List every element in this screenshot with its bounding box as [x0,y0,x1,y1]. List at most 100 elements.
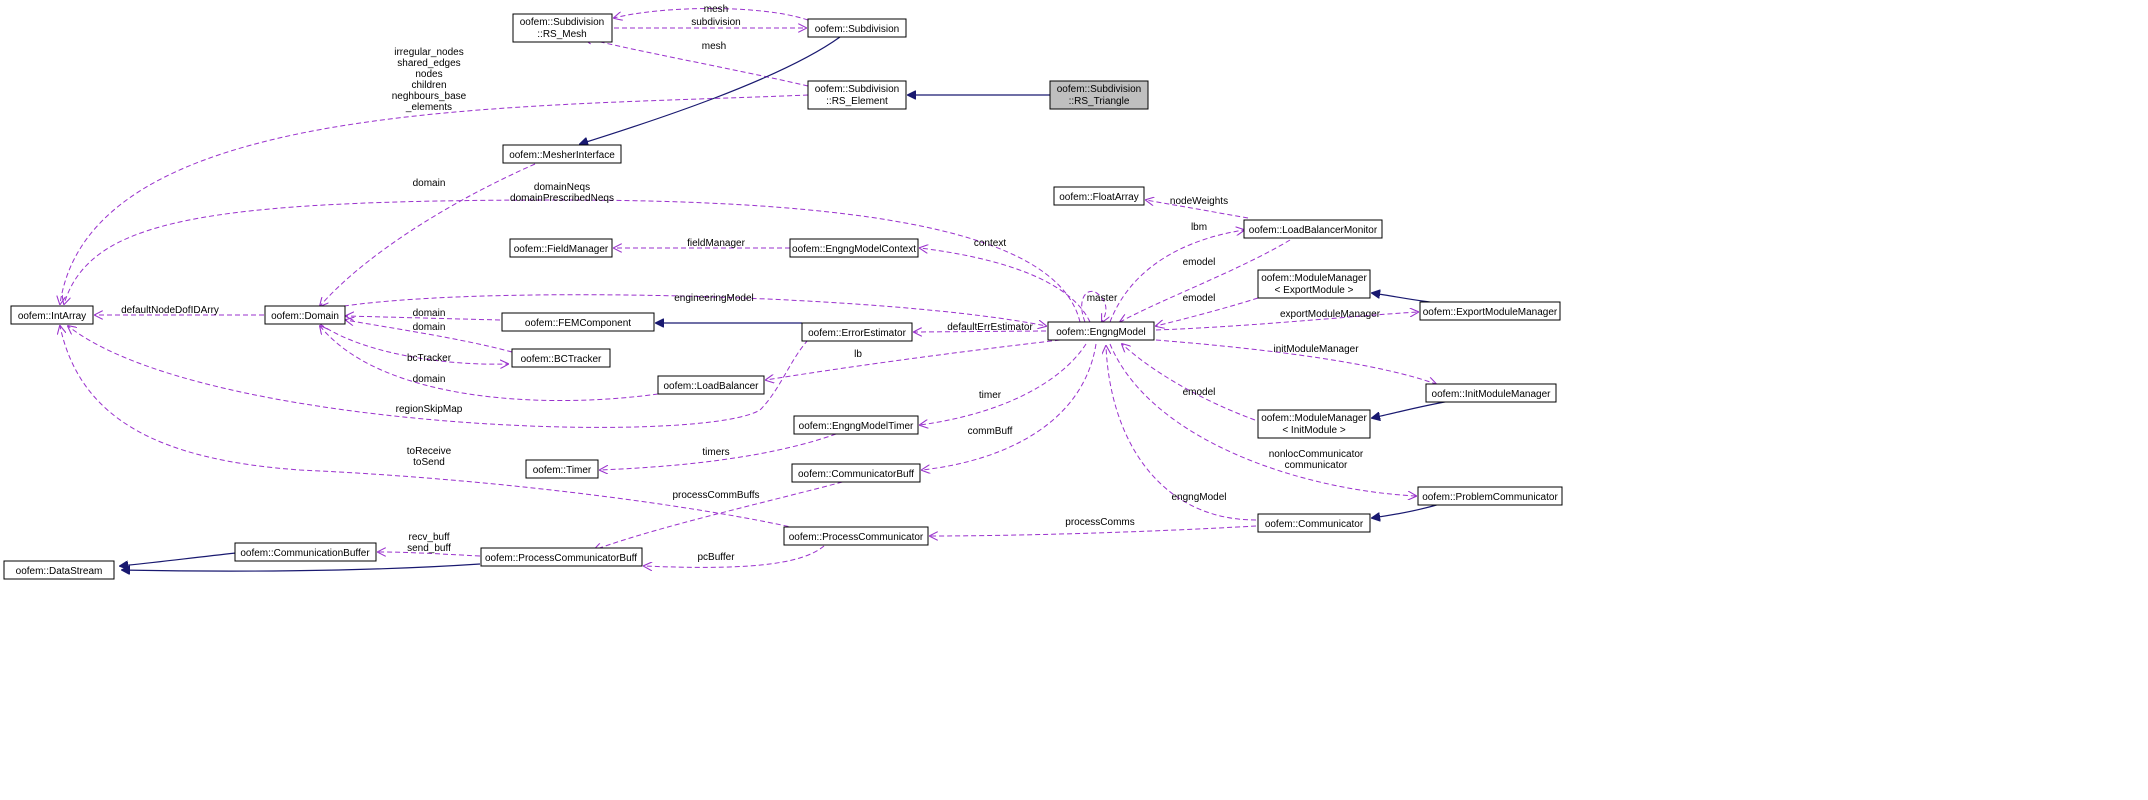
node-load-balancer-monitor-label: oofem::LoadBalancerMonitor [1249,225,1378,236]
edge-inherit-process-communicator-buff [122,563,481,571]
node-load-balancer[interactable]: oofem::LoadBalancer [657,375,765,395]
edge-bc-tracker [319,323,508,364]
label-export-module-manager: exportModuleManager [1280,309,1381,320]
edge-export-module-manager [1155,312,1418,331]
node-process-communicator[interactable]: oofem::ProcessCommunicator [783,526,929,546]
node-engng-model[interactable]: oofem::EngngModel [1047,321,1155,341]
edge-context [920,248,1091,323]
edge-region-skip-map [68,326,809,428]
node-data-stream[interactable]: oofem::DataStream [3,560,115,580]
label-send-buff: send_buff [407,543,451,554]
label-comm-buff: commBuff [968,426,1013,437]
label-timer: timer [979,390,1002,401]
edge-process-comm-buffs [594,479,851,550]
edge-emodel-lbm [1120,239,1291,322]
node-process-communicator-label: oofem::ProcessCommunicator [789,532,924,543]
label-to-receive: toReceive [407,446,452,457]
edge-process-comms [930,525,1257,536]
label-elements: _elements [405,102,452,113]
label-default-err-estimator: defaultErrEstimator [947,322,1033,333]
label-domain-bc: domain [413,322,446,333]
nodes: oofem::Subdivision ::RS_Triangle oofem::… [3,13,1563,580]
edge-timers [600,433,837,470]
edge-labels: mesh subdivision mesh irregular_nodes sh… [121,4,1381,563]
edge-nonloc-communicator [1109,343,1416,496]
node-subdivision-label: oofem::Subdivision [815,24,900,35]
node-communication-buffer[interactable]: oofem::CommunicationBuffer [234,542,377,562]
node-load-balancer-monitor[interactable]: oofem::LoadBalancerMonitor [1243,219,1383,239]
node-bc-tracker[interactable]: oofem::BCTracker [511,348,611,368]
node-engng-model-context[interactable]: oofem::EngngModelContext [789,238,919,258]
node-communicator-buff[interactable]: oofem::CommunicatorBuff [791,463,921,483]
node-error-estimator[interactable]: oofem::ErrorEstimator [801,322,913,342]
node-int-array[interactable]: oofem::IntArray [10,305,94,325]
edge-mesh-top [614,8,809,21]
node-domain-label: oofem::Domain [271,311,339,322]
label-engng-model: engngModel [1171,492,1226,503]
node-domain[interactable]: oofem::Domain [264,305,346,325]
node-engng-model-timer[interactable]: oofem::EngngModelTimer [793,415,919,435]
node-fem-component[interactable]: oofem::FEMComponent [501,312,655,332]
edge-elements [60,94,809,304]
node-rs-element[interactable]: oofem::Subdivision ::RS_Element [807,80,907,110]
node-module-manager-init[interactable]: oofem::ModuleManager < InitModule > [1257,409,1371,439]
edge-engng-model [1106,346,1257,521]
label-to-send: toSend [413,457,445,468]
node-problem-communicator[interactable]: oofem::ProblemCommunicator [1417,486,1563,506]
edge-domain-bc [346,320,513,353]
label-context: context [974,238,1006,249]
edge-lb [766,339,1061,380]
dependency-edges [60,8,1436,568]
edge-inherit-communication-buffer [120,552,237,566]
label-domain-lb: domain [413,374,446,385]
label-domain-neqs: domainNeqs [534,182,590,193]
label-lb: lb [854,349,862,360]
label-domain-fem: domain [413,308,446,319]
edge-domain-neqs [64,199,1081,323]
node-process-communicator-buff[interactable]: oofem::ProcessCommunicatorBuff [480,547,643,567]
node-field-manager[interactable]: oofem::FieldManager [509,238,613,258]
edge-inherit-init-module-manager [1372,399,1457,418]
label-subdivision: subdivision [691,17,740,28]
edge-inherit-mesher-interface [580,36,841,144]
node-rs-mesh-line2: ::RS_Mesh [537,29,586,40]
node-timer[interactable]: oofem::Timer [525,459,599,479]
label-process-comm-buffs: processCommBuffs [672,490,759,501]
edge-pc-buffer [644,545,825,567]
inheritance-edges [120,36,1457,571]
label-mesh-mid: mesh [702,41,726,52]
node-module-manager-export[interactable]: oofem::ModuleManager < ExportModule > [1257,269,1371,299]
node-module-manager-init-line1: oofem::ModuleManager [1261,413,1367,424]
node-init-module-manager[interactable]: oofem::InitModuleManager [1425,383,1557,403]
label-region-skip-map: regionSkipMap [396,404,463,415]
label-bc-tracker: bcTracker [407,353,452,364]
label-nodes: nodes [415,69,442,80]
node-rs-mesh[interactable]: oofem::Subdivision ::RS_Mesh [512,13,613,43]
node-subdivision[interactable]: oofem::Subdivision [807,18,907,38]
label-node-weights: nodeWeights [1170,196,1228,207]
node-bc-tracker-label: oofem::BCTracker [521,354,602,365]
node-communicator[interactable]: oofem::Communicator [1257,513,1371,533]
node-error-estimator-label: oofem::ErrorEstimator [808,328,906,339]
node-init-module-manager-label: oofem::InitModuleManager [1432,389,1552,400]
node-engng-model-context-label: oofem::EngngModelContext [792,244,916,255]
label-children: children [411,80,446,91]
node-data-stream-label: oofem::DataStream [16,566,103,577]
edge-default-err-estimator [914,331,1047,332]
node-rs-triangle[interactable]: oofem::Subdivision ::RS_Triangle [1049,80,1149,110]
label-recv-buff: recv_buff [409,532,450,543]
edge-timer [920,343,1087,425]
label-field-manager: fieldManager [687,238,745,249]
label-domain-mesher: domain [413,178,446,189]
edge-domain-mesher [320,163,536,306]
node-mesher-interface[interactable]: oofem::MesherInterface [502,144,622,164]
node-int-array-label: oofem::IntArray [18,311,86,322]
label-nonloc-communicator: nonlocCommunicator [1269,449,1364,460]
node-float-array[interactable]: oofem::FloatArray [1053,186,1145,206]
node-module-manager-export-line1: oofem::ModuleManager [1261,273,1367,284]
label-shared-edges: shared_edges [397,58,460,69]
node-mesher-interface-label: oofem::MesherInterface [509,150,615,161]
label-lbm: lbm [1191,222,1207,233]
label-timers: timers [702,447,729,458]
node-export-module-manager[interactable]: oofem::ExportModuleManager [1419,301,1561,321]
